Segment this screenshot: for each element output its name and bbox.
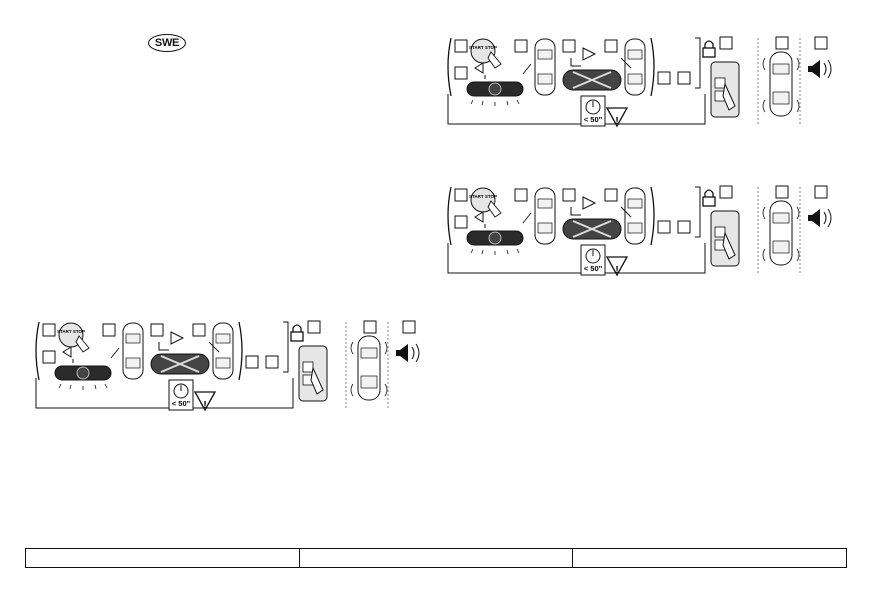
warning-symbol: ! bbox=[203, 400, 206, 411]
timer-label: < 50" bbox=[172, 399, 191, 408]
procedure-illustration: START STOP < 50" ! bbox=[35, 320, 420, 412]
procedure-diagram-middle-right: START STOP < 50" ! bbox=[445, 183, 845, 293]
timer-label: < 50" bbox=[584, 264, 603, 273]
start-stop-label: START STOP bbox=[57, 329, 85, 334]
procedure-illustration: START STOP < 50" ! bbox=[447, 185, 832, 277]
start-stop-label: START STOP bbox=[469, 45, 497, 50]
diagram-graphic bbox=[447, 185, 832, 277]
timer-label: < 50" bbox=[584, 115, 603, 124]
procedure-diagram-bottom-left: START STOP < 50" ! bbox=[33, 318, 433, 428]
warning-symbol: ! bbox=[615, 116, 618, 127]
diagram-graphic bbox=[35, 320, 420, 412]
language-badge-label: SWE bbox=[154, 37, 180, 49]
procedure-illustration: START STOP < 50" ! bbox=[447, 36, 832, 128]
warning-symbol: ! bbox=[615, 265, 618, 276]
start-stop-label: START STOP bbox=[469, 194, 497, 199]
footer-cell bbox=[300, 549, 574, 567]
footer-table bbox=[25, 548, 847, 568]
diagram-graphic bbox=[447, 36, 832, 128]
procedure-diagram-top-right: START STOP < 50" ! bbox=[445, 34, 845, 144]
footer-cell bbox=[26, 549, 300, 567]
language-badge-swe: SWE bbox=[148, 34, 186, 52]
footer-cell bbox=[573, 549, 846, 567]
